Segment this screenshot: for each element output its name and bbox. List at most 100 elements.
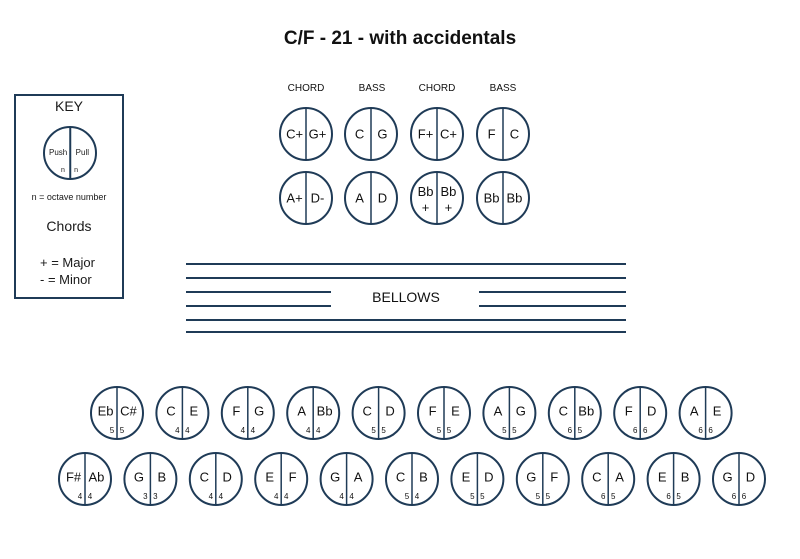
push-note: F# <box>66 470 82 485</box>
push-note: G <box>526 470 536 485</box>
pull-octave: 4 <box>284 492 289 501</box>
pull-octave: 5 <box>611 492 616 501</box>
key-chord-legend: + = Major - = Minor <box>40 254 95 288</box>
push-note: C <box>355 127 364 142</box>
push-octave: 5 <box>371 426 376 435</box>
push-note: F+ <box>418 127 434 142</box>
key-divider-line <box>69 128 71 178</box>
pull-note: F <box>289 470 297 485</box>
pull-note: A <box>354 470 363 485</box>
push-octave: 4 <box>175 426 180 435</box>
bass-header-2: BASS <box>358 83 386 94</box>
pull-note: C# <box>120 404 137 419</box>
push-note: Eb <box>98 404 114 419</box>
key-minor-legend: - = Minor <box>40 272 92 287</box>
push-octave: 5 <box>437 426 442 435</box>
pull-octave: 6 <box>643 426 648 435</box>
push-note: C <box>166 404 175 419</box>
pull-octave: 5 <box>120 426 125 435</box>
pull-octave: 5 <box>480 492 485 501</box>
pull-note: A <box>615 470 624 485</box>
key-pull-label: Pull <box>75 148 89 157</box>
pull-note: Ab <box>88 470 104 485</box>
pull-octave: 4 <box>251 426 256 435</box>
pull-octave: 6 <box>742 492 747 501</box>
pull-note: D <box>223 470 232 485</box>
key-heading: KEY <box>54 98 83 114</box>
bass-button: C+ G+ <box>279 107 333 161</box>
push-note: C <box>200 470 209 485</box>
pull-note: G+ <box>309 127 327 142</box>
key-legend-box: KEY Push Pull n n n = octave number Chor… <box>14 94 124 299</box>
pull-octave: 4 <box>219 492 224 501</box>
pull-note: G <box>254 404 264 419</box>
pull-note: D <box>484 470 493 485</box>
push-note: F <box>625 404 633 419</box>
pull-octave: 6 <box>708 426 713 435</box>
pull-note: G <box>377 127 387 142</box>
pull-note: Bb <box>317 404 333 419</box>
key-octave-note: n = octave number <box>31 192 107 202</box>
push-note: E <box>265 470 274 485</box>
key-pull-octave: n <box>74 167 78 174</box>
push-note: C <box>559 404 568 419</box>
pull-octave: 4 <box>185 426 190 435</box>
key-push-label: Push <box>49 148 68 157</box>
bass-button: F+ C+ <box>410 107 464 161</box>
bellows-label: BELLOWS <box>372 289 440 305</box>
key-example-button: Push Pull n n <box>43 126 97 180</box>
bass-header-4: BASS <box>489 83 517 94</box>
push-note: F <box>488 127 496 142</box>
push-octave: 6 <box>666 492 671 501</box>
push-octave: 4 <box>306 426 311 435</box>
pull-note: D- <box>311 191 325 206</box>
push-note: A <box>690 404 699 419</box>
push-note: A+ <box>286 191 302 206</box>
push-note: E <box>658 470 667 485</box>
push-note: E <box>462 470 471 485</box>
pull-note: B <box>419 470 428 485</box>
key-major-legend: + = Major <box>40 255 95 270</box>
push-note: G <box>134 470 144 485</box>
pull-note: C+ <box>440 127 457 142</box>
push-note: F <box>232 404 240 419</box>
pull-octave: 4 <box>88 492 93 501</box>
push-octave: 6 <box>732 492 737 501</box>
push-octave: 5 <box>470 492 475 501</box>
pull-note: D <box>385 404 394 419</box>
bass-header-3: CHORD <box>418 83 456 94</box>
push-octave: 4 <box>274 492 279 501</box>
push-octave: 4 <box>339 492 344 501</box>
pull-octave: 5 <box>546 492 551 501</box>
push-octave: 6 <box>698 426 703 435</box>
pull-note: D <box>746 470 755 485</box>
bass-button: Bb+Bb+ <box>410 171 464 225</box>
pull-note: F <box>550 470 558 485</box>
push-octave: 6 <box>568 426 573 435</box>
push-note: A <box>297 404 306 419</box>
key-chords-heading: Chords <box>46 218 92 234</box>
pull-octave: 4 <box>349 492 354 501</box>
push-note: C+ <box>286 127 303 142</box>
push-note: G <box>722 470 732 485</box>
pull-note: B <box>681 470 690 485</box>
push-note: C <box>396 470 405 485</box>
key-push-octave: n <box>61 167 65 174</box>
